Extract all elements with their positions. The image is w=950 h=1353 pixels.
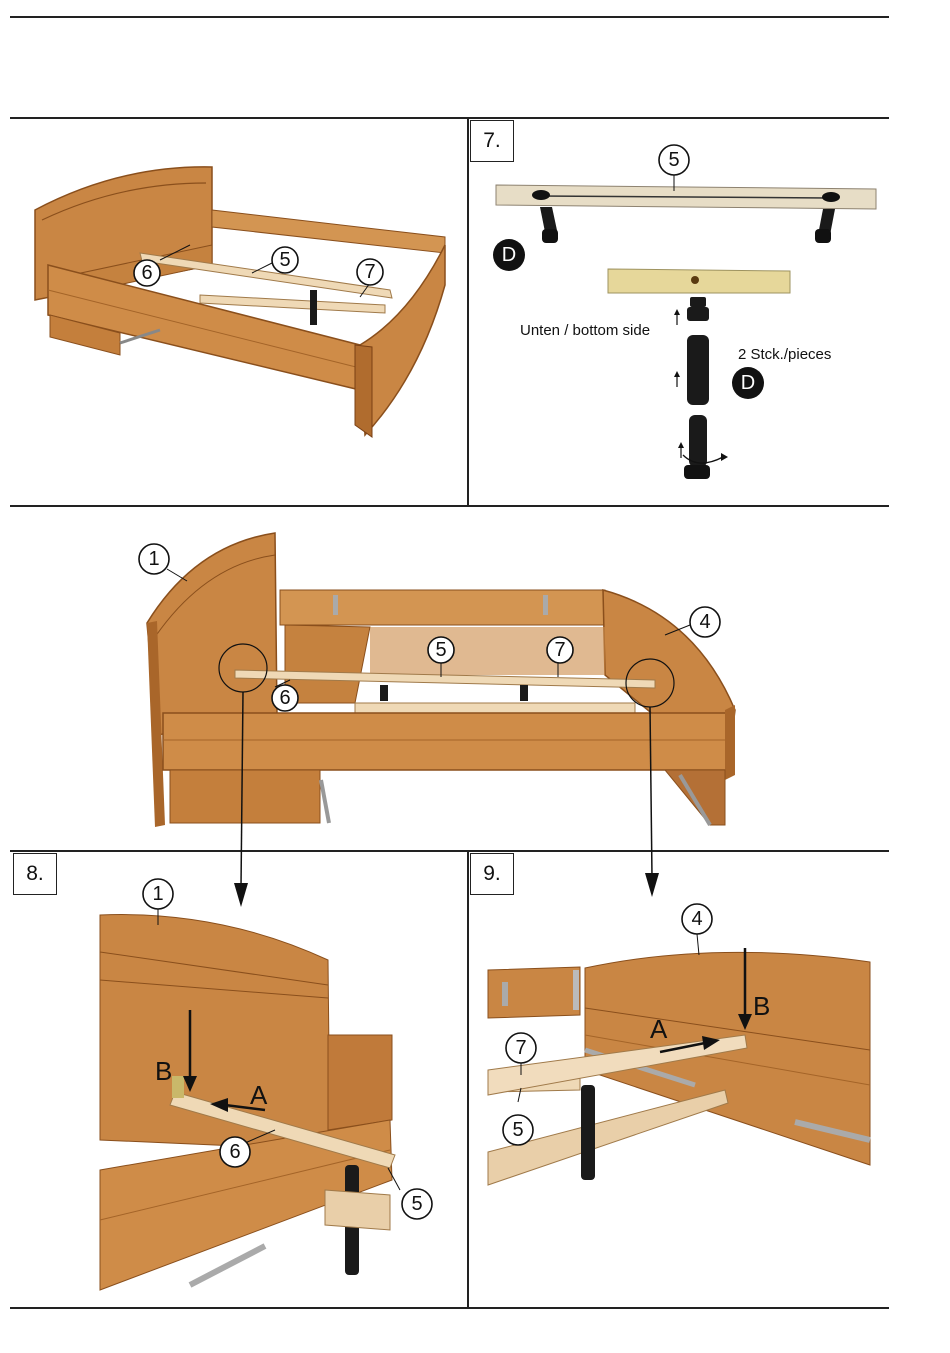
callout-7-middle: 7	[554, 639, 565, 661]
callout-5-panel9: 5	[512, 1119, 523, 1141]
callouts-panel8: 1 6 5	[100, 890, 460, 1290]
rule-3	[10, 850, 889, 852]
callouts-middle: 1 5 7 6 4	[135, 525, 795, 845]
bottom-side-label: Unten / bottom side	[520, 322, 650, 339]
callout-5: 5	[279, 249, 290, 271]
step-8-label: 8.	[13, 853, 57, 895]
callout-5-panel7: 5	[668, 149, 679, 171]
callout-4-middle: 4	[699, 611, 710, 633]
callout-7: 7	[364, 261, 375, 283]
callouts-panel9: 4 7 5	[485, 900, 875, 1210]
callout-4-panel9: 4	[691, 908, 702, 930]
divider-top	[467, 117, 469, 506]
panel7-callout: 5	[478, 125, 888, 500]
callout-5-panel8: 5	[411, 1193, 422, 1215]
bottom-rule	[10, 1307, 889, 1309]
callout-6: 6	[141, 262, 152, 284]
quantity-label: 2 Stck./pieces	[738, 346, 831, 363]
step-9-label: 9.	[470, 853, 514, 895]
callouts-top-left: 6 5 7	[20, 125, 460, 495]
fitting-d-badge-right: D	[732, 367, 764, 399]
callout-6-panel8: 6	[229, 1141, 240, 1163]
callout-7-panel9: 7	[515, 1037, 526, 1059]
rule-2	[10, 505, 889, 507]
rule-1	[10, 117, 889, 119]
top-rule	[10, 16, 889, 18]
fitting-d-badge-top: D	[493, 239, 525, 271]
divider-bottom	[467, 850, 469, 1308]
callout-1-panel8: 1	[152, 883, 163, 905]
callout-5-middle: 5	[435, 639, 446, 661]
callout-1-middle: 1	[148, 548, 159, 570]
callout-6-middle: 6	[279, 687, 290, 709]
